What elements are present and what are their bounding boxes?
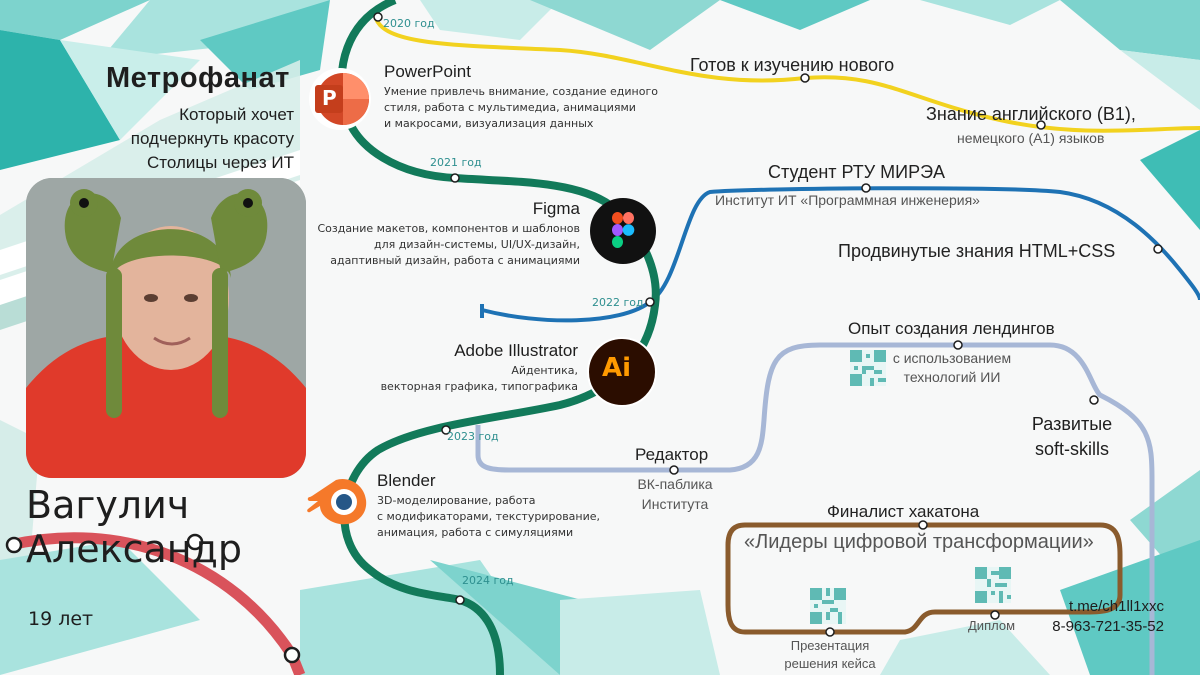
- illustrator-icon: Ai: [587, 337, 657, 407]
- student-label: Студент РТУ МИРЭА: [768, 162, 946, 182]
- diploma-qr-code[interactable]: [975, 567, 1011, 603]
- subtitle-line-2: подчеркнуть красоту: [130, 129, 294, 148]
- lightblue-metro-line: [475, 342, 1155, 675]
- powerpoint-desc-2: стиля, работа с мультимедиа, анимациями: [384, 101, 636, 114]
- editor-sub-1: ВК-паблика: [637, 476, 713, 492]
- blue-metro-line: [481, 186, 1200, 323]
- languages-label: Знание английского (B1),: [926, 104, 1136, 124]
- html-css-label: Продвинутые знания HTML+CSS: [838, 241, 1116, 261]
- hackathon-name: «Лидеры цифровой трансформации»: [744, 531, 1094, 553]
- blender-icon: [306, 470, 372, 530]
- figma-desc-3: адаптивный дизайн, работа с анимациями: [330, 254, 580, 267]
- powerpoint-title: PowerPoint: [384, 62, 471, 81]
- blender-title: Blender: [377, 471, 436, 490]
- ready-to-learn-label: Готов к изучению нового: [690, 55, 895, 75]
- year-label-2023: 2023 год: [447, 430, 499, 443]
- powerpoint-desc-3: и макросами, визуализация данных: [384, 117, 594, 130]
- landing-qr-code[interactable]: [850, 350, 886, 386]
- year-label-2024: 2024 год: [462, 574, 514, 587]
- soft-skills-1: Развитые: [1031, 414, 1113, 434]
- person-first-name: Вагулич: [26, 483, 190, 527]
- powerpoint-desc-1: Умение привлечь внимание, создание едино…: [384, 85, 658, 98]
- subtitle-line-1: Который хочет: [179, 105, 294, 124]
- powerpoint-icon: P: [309, 68, 371, 130]
- figma-desc-1: Создание макетов, компонентов и шаблонов: [317, 222, 580, 235]
- page-title: Метрофанат: [106, 62, 290, 94]
- telegram-link[interactable]: t.me/ch1ll1xxc: [1068, 598, 1164, 615]
- red-metro-line: [8, 532, 306, 675]
- figma-icon: [590, 198, 656, 264]
- year-label-2021: 2021 год: [430, 156, 482, 169]
- soft-skills-2: soft-skills: [1034, 439, 1109, 459]
- student-sub: Институт ИТ «Программная инженерия»: [715, 192, 980, 208]
- languages-sub: немецкого (A1) языков: [957, 130, 1105, 146]
- landing-sub-1: с использованием: [892, 350, 1012, 366]
- editor-sub-2: Института: [641, 496, 709, 512]
- avatar: [26, 178, 306, 478]
- station-dots: [5, 12, 1163, 664]
- hackathon-label: Финалист хакатона: [827, 502, 980, 521]
- year-label-2020: 2020 год: [383, 17, 435, 30]
- person-last-name: Александр: [26, 527, 243, 571]
- subtitle-line-3: Столицы через ИТ: [146, 153, 294, 172]
- case-qr-code[interactable]: [810, 588, 846, 624]
- landing-sub-2: технологий ИИ: [903, 369, 1001, 385]
- figma-title: Figma: [532, 199, 580, 218]
- illustrator-title: Adobe Illustrator: [454, 341, 578, 360]
- phone-number[interactable]: 8-963-721-35-52: [1052, 618, 1164, 635]
- case-label-2: решения кейса: [784, 656, 876, 671]
- case-label-1: Презентация: [790, 638, 870, 653]
- blender-desc-1: 3D-моделирование, работа: [377, 494, 536, 507]
- brown-metro-line: [725, 522, 1123, 635]
- illustrator-desc-1: Айдентика,: [511, 364, 578, 377]
- landing-label: Опыт создания лендингов: [848, 319, 1055, 338]
- illustrator-icon-letters: Ai: [602, 353, 632, 383]
- editor-label: Редактор: [635, 445, 709, 464]
- person-age: 19 лет: [28, 608, 94, 630]
- powerpoint-icon-letter: P: [322, 86, 337, 110]
- blender-desc-3: анимация, работа с симуляциями: [377, 526, 574, 539]
- figma-desc-2: для дизайн-системы, UI/UX-дизайн,: [374, 238, 580, 251]
- diploma-label: Диплом: [968, 618, 1016, 633]
- year-label-2022: 2022 год: [592, 296, 644, 309]
- blender-desc-2: с модификаторами, текстурирование,: [377, 510, 601, 523]
- illustrator-desc-2: векторная графика, типографика: [380, 380, 578, 393]
